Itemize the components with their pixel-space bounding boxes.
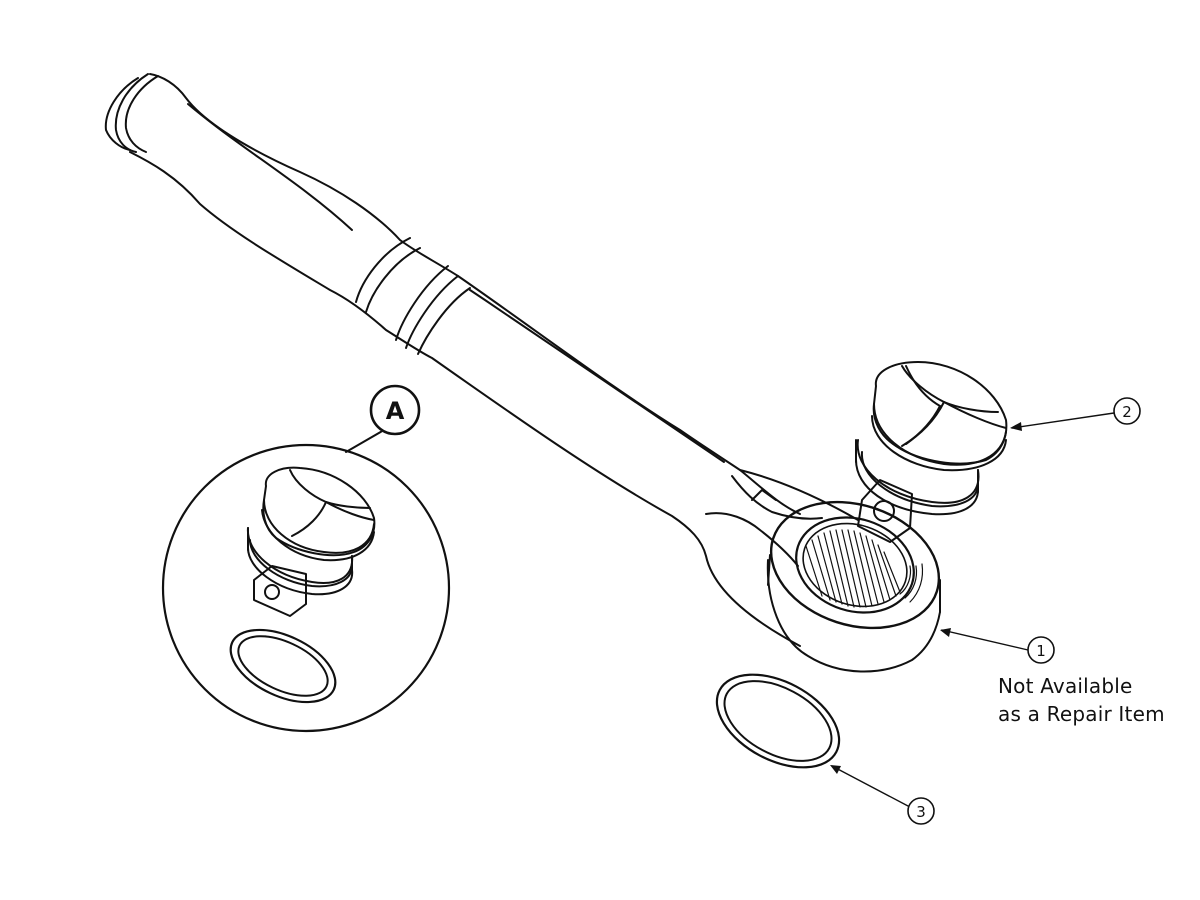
- ratchet-body: [104, 73, 941, 673]
- reversing-knob-assembly: [855, 361, 1008, 543]
- callout-3: 3: [907, 797, 935, 825]
- svg-text:A: A: [386, 397, 405, 425]
- callout-2: 2: [1113, 397, 1141, 425]
- repair-note-line-2: as a Repair Item: [998, 702, 1165, 726]
- leader-lines: [831, 412, 1115, 807]
- repair-note-line-1: Not Available: [998, 674, 1133, 698]
- repair-note: Not Available as a Repair Item: [998, 672, 1188, 728]
- callout-a: A: [369, 384, 421, 436]
- detail-a-view: [161, 429, 451, 733]
- retaining-ring: [715, 673, 841, 769]
- leader-arrowheads: [830, 422, 1022, 774]
- svg-text:2: 2: [1122, 403, 1132, 421]
- svg-text:1: 1: [1036, 642, 1046, 660]
- svg-text:3: 3: [916, 803, 926, 821]
- callout-1: 1: [1027, 636, 1055, 664]
